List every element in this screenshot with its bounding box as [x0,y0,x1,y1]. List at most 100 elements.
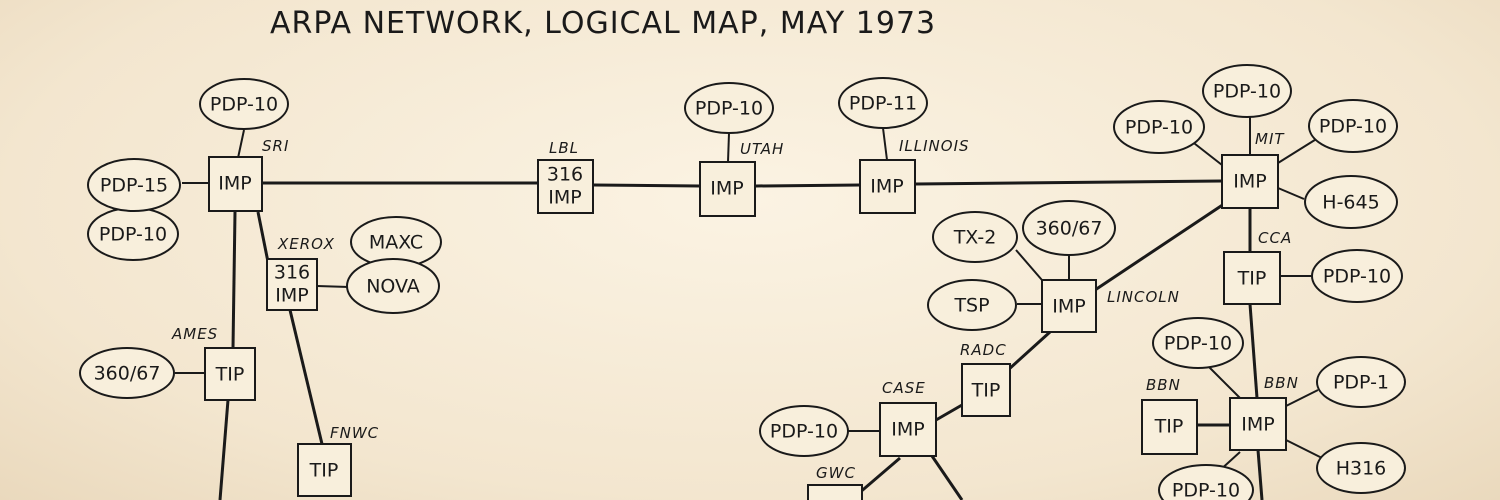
host-case-pdp10: PDP-10 [759,405,849,457]
link-sri-ames [231,211,237,349]
host-sri-pdp15: PDP-15 [87,158,181,212]
svg-text:IMP: IMP [218,173,251,195]
label-bbn-tip: BBN [1146,376,1181,394]
node-illinois-imp: IMP [859,159,916,214]
hosts: PDP-10 PDP-10 PDP-15 PDP-10 PDP-11 PDP-1… [79,64,1406,500]
svg-text:NOVA: NOVA [366,276,420,298]
svg-text:TX-2: TX-2 [953,227,997,249]
host-bbn-pdp1: PDP-1 [1316,356,1406,408]
svg-text:IMP: IMP [1233,171,1266,193]
link-sri-xerox [256,211,270,263]
host-lincoln-360: 360/67 [1022,200,1116,256]
svg-text:PDP-11: PDP-11 [849,93,917,115]
svg-text:TSP: TSP [953,295,989,317]
link-radc-case [935,403,963,422]
svg-text:IMP: IMP [548,187,581,209]
label-fnwc: FNWC [330,424,379,442]
host-link [1285,439,1323,459]
svg-text:PDP-15: PDP-15 [100,175,168,197]
link-lbl-utah [593,183,701,188]
node-case-imp: IMP [879,402,937,457]
host-illinois-pdp11: PDP-11 [838,77,928,129]
label-xerox: XEROX [277,235,335,253]
host-link [1277,137,1319,164]
svg-text:PDP-10: PDP-10 [1164,333,1232,355]
link-lincoln-radc [1006,330,1052,372]
link-case-down [930,455,964,500]
host-cca-pdp10: PDP-10 [1311,249,1403,303]
host-xerox-maxc: MAXC [350,216,442,268]
host-utah-pdp10: PDP-10 [684,82,774,134]
host-link [1285,389,1319,407]
host-mit-pdp10-right: PDP-10 [1308,99,1398,153]
svg-text:PDP-10: PDP-10 [1213,81,1281,103]
host-lincoln-tx2: TX-2 [932,211,1018,263]
svg-text:PDP-10: PDP-10 [695,98,763,120]
host-sri-pdp10b: PDP-10 [87,207,179,261]
node-sri-imp: IMP [208,156,263,212]
link-mit-lincoln [1094,198,1231,292]
label-case: CASE [882,379,926,397]
svg-text:316: 316 [274,262,310,284]
node-fnwc-tip: TIP [297,443,352,497]
link-cca-bbn [1248,303,1259,399]
svg-text:PDP-10: PDP-10 [1172,480,1240,500]
host-link [1189,139,1223,166]
svg-text:H316: H316 [1336,458,1387,480]
node-utah-imp: IMP [699,161,756,217]
node-lincoln-imp: IMP [1041,279,1097,333]
svg-text:TIP: TIP [1154,416,1184,438]
host-bbn-pdp10-bottom: PDP-10 [1158,464,1254,500]
svg-text:IMP: IMP [870,176,903,198]
svg-text:PDP-10: PDP-10 [99,224,167,246]
host-link [1205,363,1241,399]
host-link [316,285,350,288]
svg-text:PDP-10: PDP-10 [210,94,278,116]
host-mit-pdp10-left: PDP-10 [1113,100,1205,154]
label-radc: RADC [960,341,1007,359]
label-utah: UTAH [740,140,784,158]
node-mit-imp: IMP [1221,154,1279,209]
svg-text:IMP: IMP [275,285,308,307]
svg-text:TIP: TIP [215,364,245,386]
svg-text:316: 316 [547,164,583,186]
svg-text:TIP: TIP [309,460,339,482]
host-sri-pdp10: PDP-10 [199,78,289,130]
label-bbn-imp: BBN [1264,374,1299,392]
svg-text:PDP-10: PDP-10 [1323,266,1391,288]
node-gwc [807,484,863,500]
svg-text:IMP: IMP [710,178,743,200]
link-utah-illinois [755,183,861,188]
node-radc-tip: TIP [961,363,1011,417]
host-mit-pdp10-top: PDP-10 [1202,64,1292,118]
svg-text:IMP: IMP [891,419,924,441]
svg-text:PDP-1: PDP-1 [1333,372,1389,394]
link-xerox-fnwc [288,309,324,445]
svg-text:IMP: IMP [1052,296,1085,318]
host-ames-360: 360/67 [79,347,175,399]
svg-text:PDP-10: PDP-10 [1319,116,1387,138]
svg-text:360/67: 360/67 [94,363,161,385]
host-link [237,129,245,159]
label-lbl: LBL [549,139,579,157]
svg-text:MAXC: MAXC [369,232,423,254]
diagram-title: ARPA NETWORK, LOGICAL MAP, MAY 1973 [270,6,936,41]
link-ames-down [218,399,230,500]
node-bbn-imp: IMP [1229,397,1287,451]
svg-text:TIP: TIP [971,380,1001,402]
label-sri: SRI [262,137,289,155]
site-labels: SRI LBL UTAH ILLINOIS MIT XEROX AMES FNW… [171,130,1299,482]
svg-text:360/67: 360/67 [1036,218,1103,240]
link-illinois-mit [915,179,1223,186]
host-link [882,127,888,161]
node-bbn-tip: TIP [1141,399,1198,455]
svg-text:TIP: TIP [1237,268,1267,290]
link-bbn-down [1256,449,1264,500]
host-lincoln-tsp: TSP [927,279,1017,331]
node-cca-tip: TIP [1223,251,1281,305]
label-mit: MIT [1255,130,1285,148]
